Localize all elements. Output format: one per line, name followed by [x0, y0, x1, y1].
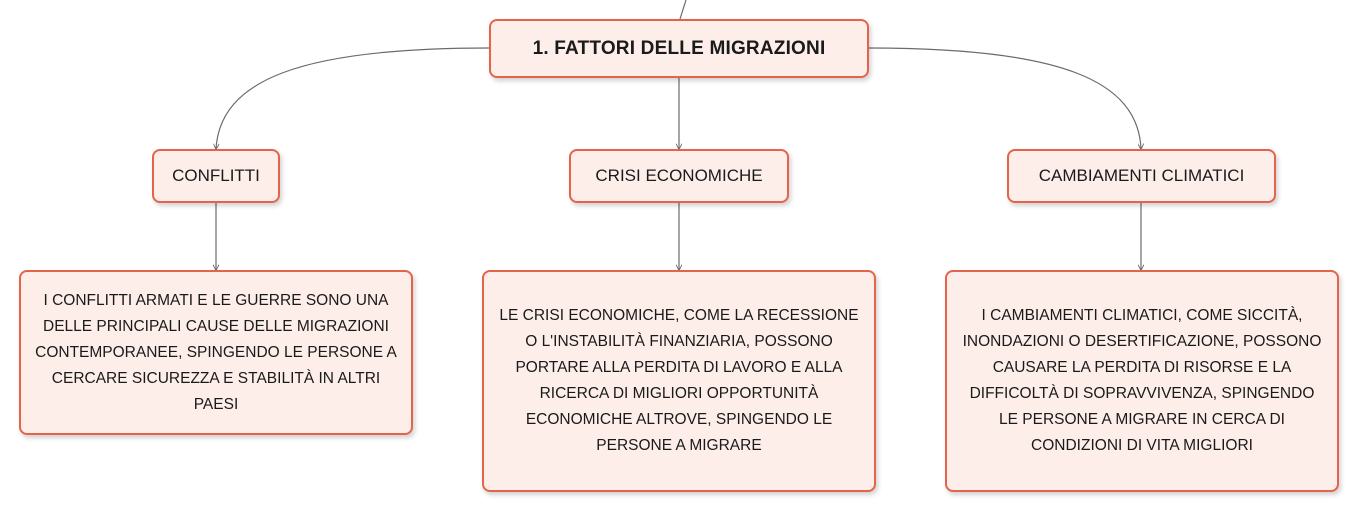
subtopic-node-conflitti[interactable]: I CONFLITTI ARMATI E LE GUERRE SONO UNA … [19, 270, 413, 435]
topic-node-conflitti[interactable]: CONFLITTI [152, 149, 280, 203]
root-node[interactable]: 1. FATTORI DELLE MIGRAZIONI [489, 19, 869, 78]
connector-root-conflitti [216, 47, 490, 149]
parent-connector [679, 0, 687, 20]
topic-node-crisi-economiche[interactable]: CRISI ECONOMICHE [569, 149, 789, 203]
subtopic-node-cambiamenti-climatici[interactable]: I CAMBIAMENTI CLIMATICI, COME SICCITÀ, I… [945, 270, 1339, 492]
subtopic-node-text: I CAMBIAMENTI CLIMATICI, COME SICCITÀ, I… [962, 307, 1322, 454]
subtopic-node-crisi-economiche[interactable]: LE CRISI ECONOMICHE, COME LA RECESSIONE … [482, 270, 876, 492]
topic-node-label: CRISI ECONOMICHE [595, 166, 763, 185]
connector-root-clima [868, 47, 1141, 149]
root-node-label: 1. FATTORI DELLE MIGRAZIONI [532, 37, 826, 59]
topic-node-label: CONFLITTI [172, 166, 260, 185]
subtopic-node-text: LE CRISI ECONOMICHE, COME LA RECESSIONE … [499, 307, 859, 454]
subtopic-node-text: I CONFLITTI ARMATI E LE GUERRE SONO UNA … [35, 291, 397, 413]
topic-node-cambiamenti-climatici[interactable]: CAMBIAMENTI CLIMATICI [1007, 149, 1276, 203]
topic-node-label: CAMBIAMENTI CLIMATICI [1038, 166, 1245, 185]
